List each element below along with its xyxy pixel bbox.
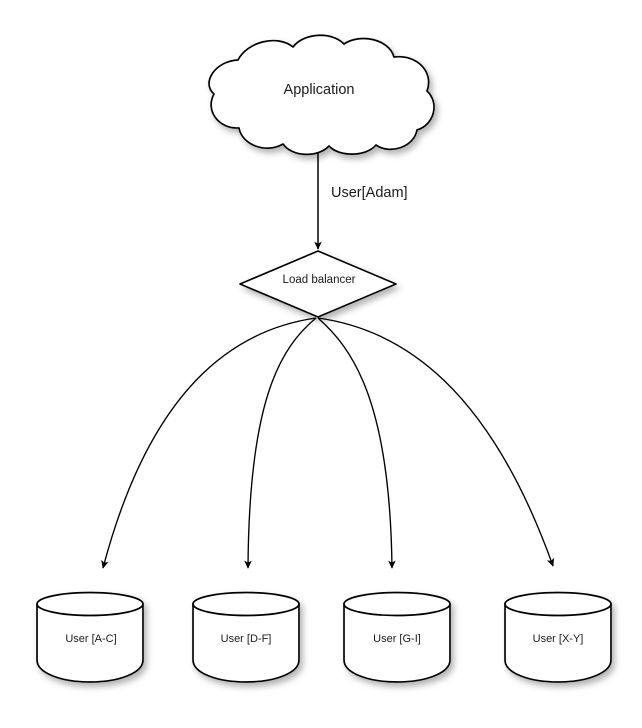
db-2-shape[interactable] (192, 591, 300, 683)
db-4-shape[interactable] (504, 591, 612, 683)
edge-balancer-to-db-4 (317, 317, 555, 567)
db-1-shape[interactable] (36, 591, 144, 683)
edge-balancer-to-db-2 (244, 317, 317, 569)
edge-balancer-to-db-3 (317, 317, 396, 569)
application-cloud-shape[interactable] (208, 34, 435, 156)
load-balancer-shape[interactable] (239, 250, 397, 318)
db-3-shape[interactable] (343, 591, 451, 683)
edge-balancer-to-db-1 (101, 317, 317, 569)
